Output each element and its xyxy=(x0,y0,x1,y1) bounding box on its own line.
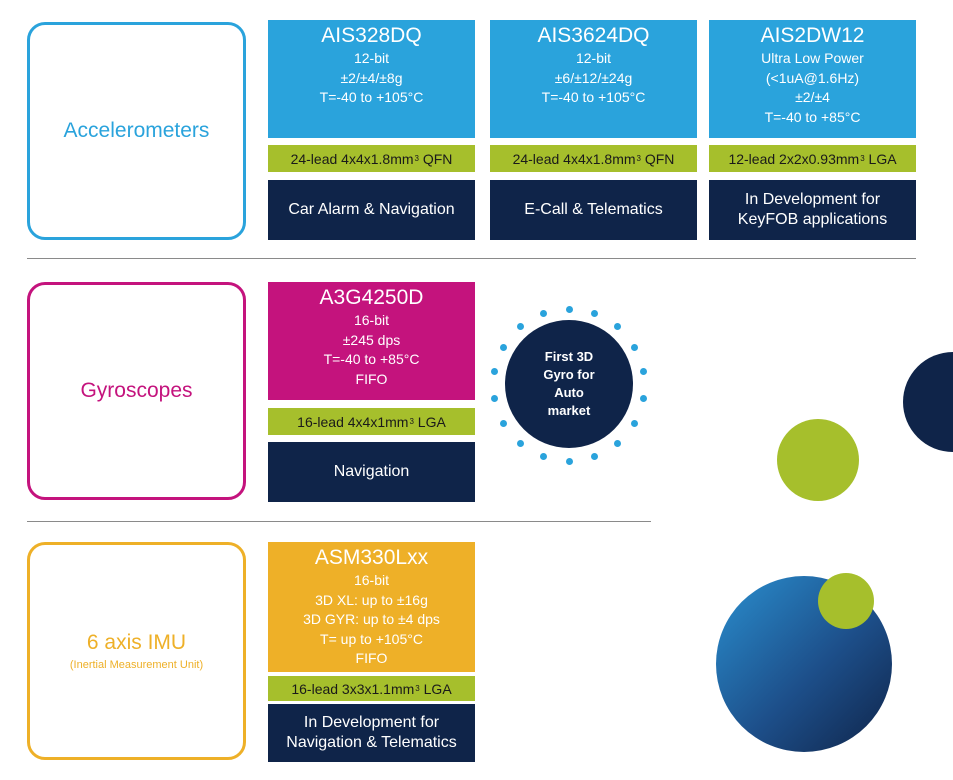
package-type: LGA xyxy=(864,150,897,167)
package-superscript: 3 xyxy=(414,154,419,163)
category-label: 6 axis IMU xyxy=(86,631,187,654)
package-text: 12-lead 2x2x0.93mm xyxy=(728,150,860,167)
spec-line: ±2/±4 xyxy=(795,89,830,105)
ring-dot xyxy=(499,343,507,351)
green-circle xyxy=(777,419,859,501)
product-name: AIS2DW12 xyxy=(760,24,865,47)
package-superscript: 3 xyxy=(415,684,420,693)
application-bar: In Development for Navigation & Telemati… xyxy=(268,704,475,762)
navy-half-circle xyxy=(903,352,953,452)
application-text: KeyFOB applications xyxy=(737,211,888,228)
category-imu: 6 axis IMU (Inertial Measurement Unit) xyxy=(27,542,246,760)
application-text: E-Call & Telematics xyxy=(524,201,663,218)
application-text: Car Alarm & Navigation xyxy=(288,201,455,218)
spec-line: 3D GYR: up to ±4 dps xyxy=(303,611,440,627)
ring-dot xyxy=(614,323,622,331)
ring-dot xyxy=(591,310,599,318)
product-card-asm330lxx: ASM330Lxx 16-bit 3D XL: up to ±16g 3D GY… xyxy=(268,542,475,672)
application-text: Navigation xyxy=(333,463,410,480)
application-text: Navigation & Telematics xyxy=(286,734,457,751)
small-green-circle xyxy=(818,573,874,629)
application-bar: Car Alarm & Navigation xyxy=(268,180,475,240)
spec-line: ±6/±12/±24g xyxy=(554,69,633,86)
ring-dot xyxy=(631,419,639,427)
package-superscript: 3 xyxy=(636,154,641,163)
product-name: AIS328DQ xyxy=(321,24,422,47)
ring-dot xyxy=(591,452,599,460)
spec-line: FIFO xyxy=(355,370,388,387)
blue-gradient-circle xyxy=(716,576,892,752)
product-name: A3G4250D xyxy=(319,286,424,309)
package-text: 24-lead 4x4x1.8mm xyxy=(290,150,414,167)
ring-dot xyxy=(490,368,498,376)
ring-dot xyxy=(640,394,648,402)
spec-line: T= up to +105°C xyxy=(320,630,423,647)
category-label: Gyroscopes xyxy=(80,379,193,402)
package-type: QFN xyxy=(418,150,453,167)
product-name: AIS3624DQ xyxy=(537,24,650,47)
badge-line: Auto xyxy=(554,385,584,400)
spec-line: (<1uA@1.6Hz) xyxy=(765,69,860,86)
spec-line: T=-40 to +105°C xyxy=(319,89,424,105)
product-name: ASM330Lxx xyxy=(314,546,429,569)
spec-line: 16-bit xyxy=(353,572,390,588)
package-superscript: 3 xyxy=(860,154,865,163)
product-card-ais328dq: AIS328DQ 12-bit ±2/±4/±8g T=-40 to +105°… xyxy=(268,20,475,138)
ring-dot xyxy=(565,305,573,313)
spec-line: 16-bit xyxy=(353,312,390,328)
spec-line: Ultra Low Power xyxy=(761,50,864,66)
ring-dot xyxy=(539,310,547,318)
badge-line: First 3D xyxy=(544,349,594,364)
spec-line: 3D XL: up to ±16g xyxy=(315,591,428,608)
package-text: 16-lead 4x4x1mm xyxy=(297,413,409,430)
package-type: LGA xyxy=(413,413,446,430)
category-accelerometers: Accelerometers xyxy=(27,22,246,240)
ring-dot xyxy=(516,323,524,331)
spec-line: T=-40 to +85°C xyxy=(323,351,420,367)
first-3d-gyro-badge: First 3D Gyro for Auto market xyxy=(505,320,633,448)
category-gyroscopes: Gyroscopes xyxy=(27,282,246,500)
application-bar: E-Call & Telematics xyxy=(490,180,697,240)
package-type: QFN xyxy=(640,150,675,167)
spec-line: FIFO xyxy=(355,650,388,666)
product-card-ais3624dq: AIS3624DQ 12-bit ±6/±12/±24g T=-40 to +1… xyxy=(490,20,697,138)
ring-dot xyxy=(499,419,507,427)
product-card-ais2dw12: AIS2DW12 Ultra Low Power (<1uA@1.6Hz) ±2… xyxy=(709,20,916,138)
package-text: 24-lead 4x4x1.8mm xyxy=(512,150,636,167)
badge-dotted-ring xyxy=(490,305,648,465)
package-text: 16-lead 3x3x1.1mm xyxy=(291,680,415,697)
application-bar: Navigation xyxy=(268,442,475,502)
ring-dot xyxy=(539,452,547,460)
spec-line: 12-bit xyxy=(575,50,612,66)
badge-line: Gyro for xyxy=(543,367,595,382)
spec-line: ±245 dps xyxy=(342,331,401,348)
category-label: Accelerometers xyxy=(63,119,210,142)
spec-line: T=-40 to +105°C xyxy=(541,89,646,105)
section-divider xyxy=(27,258,916,259)
badge-line: market xyxy=(547,403,591,418)
ring-dot xyxy=(516,439,524,447)
product-card-a3g4250d: A3G4250D 16-bit ±245 dps T=-40 to +85°C … xyxy=(268,282,475,400)
application-text: In Development for xyxy=(303,714,440,731)
application-bar: In Development for KeyFOB applications xyxy=(709,180,916,240)
ring-dot xyxy=(640,368,648,376)
spec-line: 12-bit xyxy=(353,50,390,66)
package-type: LGA xyxy=(419,680,452,697)
ring-dot xyxy=(490,394,498,402)
category-sublabel: (Inertial Measurement Unit) xyxy=(69,659,204,671)
spec-line: T=-40 to +85°C xyxy=(764,108,861,125)
ring-dot xyxy=(631,343,639,351)
ring-dot xyxy=(614,439,622,447)
application-text: In Development for xyxy=(744,191,881,208)
section-divider xyxy=(27,521,651,522)
package-superscript: 3 xyxy=(409,417,414,426)
ring-dot xyxy=(565,457,573,465)
spec-line: ±2/±4/±8g xyxy=(340,69,403,86)
